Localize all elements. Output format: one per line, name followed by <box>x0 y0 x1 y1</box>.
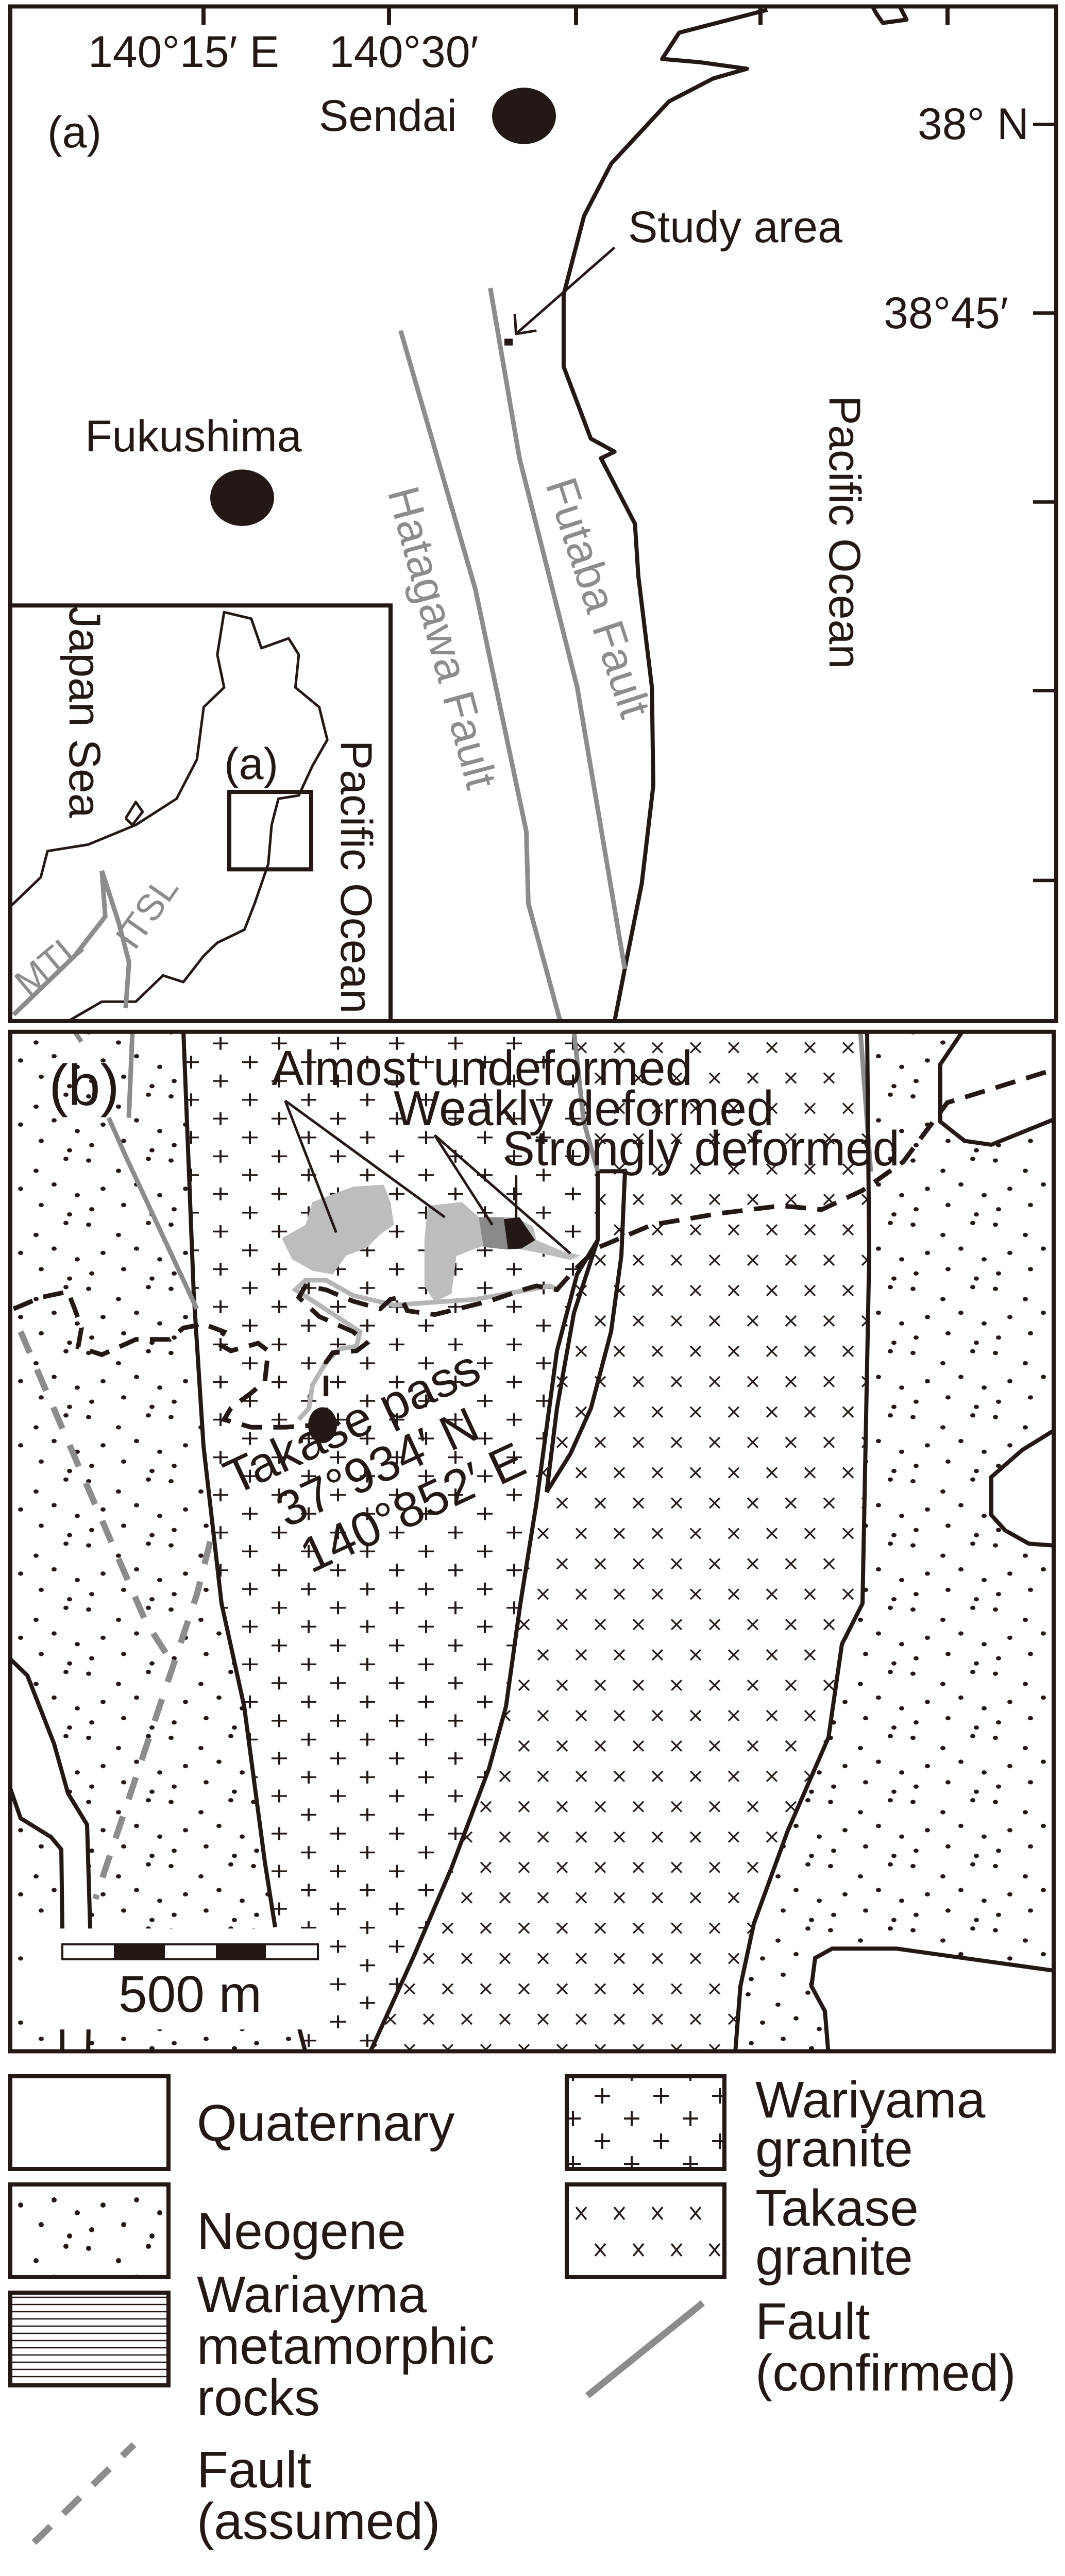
legend-item-fault-assumed: Fault (assumed) <box>31 2441 440 2550</box>
legend-item-wariyama: Wariyama granite <box>565 2071 986 2178</box>
leader-line-almost-2 <box>285 1101 445 1217</box>
city-label-fukushima: Fukushima <box>85 412 302 461</box>
lat-ticks <box>1033 123 1056 883</box>
fault-confirmed-top-center <box>574 1032 598 1172</box>
futaba-fault-line <box>491 288 625 969</box>
legend-label-metamorphic-3: rocks <box>197 2369 320 2427</box>
legend-label-neogene: Neogene <box>197 2202 406 2260</box>
legend-label-fault-confirmed-1: Fault <box>755 2293 870 2350</box>
inset-sea-label: Japan Sea <box>60 606 109 818</box>
lon-label-140-15: 140°15′ E <box>88 27 279 77</box>
mtl-line <box>13 871 105 1015</box>
mtl-label: MTL <box>7 925 91 1004</box>
wariyama-granite-area <box>183 1031 598 2052</box>
scale-bar <box>27 1928 321 2030</box>
study-area-arrow <box>517 247 614 332</box>
legend-label-fault-assumed-2: (assumed) <box>197 2493 440 2550</box>
inset-coastline <box>10 612 328 1021</box>
fault-assumed-1 <box>21 1332 173 1664</box>
strongly-deformed-patch <box>503 1217 535 1249</box>
metamorphic-rocks-lens <box>547 1171 625 1492</box>
hatagawa-fault-line <box>401 331 561 1022</box>
legend-swatch-takase <box>565 2182 726 2279</box>
legend-item-metamorphic: Wariayma metamorphic rocks <box>8 2266 495 2427</box>
legend-item-neogene: Neogene <box>8 2182 406 2279</box>
boundary-takase-neogene <box>735 1032 869 2053</box>
legend-swatch-fault-confirmed <box>585 2300 705 2399</box>
leader-line-weakly-2 <box>435 1135 571 1253</box>
legend-label-metamorphic-2: metamorphic <box>197 2317 495 2375</box>
leader-line-weakly-1 <box>435 1135 493 1225</box>
city-label-sendai: Sendai <box>319 91 457 141</box>
takase-granite-area <box>370 1031 869 2052</box>
almost-undeformed-patch <box>281 1184 394 1275</box>
boundary-wariyama-takase <box>370 1171 598 2053</box>
inset-box-label: (a) <box>224 739 278 789</box>
boundary-neogene-wariyama <box>183 1032 275 1927</box>
legend-item-fault-confirmed: Fault (confirmed) <box>585 2293 1016 2402</box>
fault-confirmed-west <box>129 1032 132 1118</box>
legend: Quaternary Neogene Wariayma metamorphic … <box>8 2071 1016 2550</box>
itsl-label: ITSL <box>108 869 187 956</box>
inset-map <box>10 605 391 1021</box>
coastline <box>564 10 767 1021</box>
legend-label-fault-assumed-1: Fault <box>197 2441 312 2499</box>
study-area-label: Study area <box>628 202 842 252</box>
fukushima-dot <box>210 469 274 526</box>
legend-swatch-wariyama <box>565 2074 726 2171</box>
fault-confirmed-west-2 <box>109 1118 197 1309</box>
sendai-dot <box>492 88 556 144</box>
trail-path <box>295 1280 558 1420</box>
arrow-head-icon <box>515 314 536 334</box>
legend-label-wariyama-2: granite <box>755 2120 913 2178</box>
legend-label-metamorphic-1: Wariayma <box>197 2266 427 2324</box>
legend-label-fault-confirmed-2: (confirmed) <box>755 2344 1016 2402</box>
legend-label-quaternary: Quaternary <box>197 2094 454 2152</box>
fault-assumed-2 <box>95 1541 210 1899</box>
legend-item-takase: Takase granite <box>565 2179 919 2286</box>
panel-b-label: (b) <box>49 1053 120 1117</box>
lat-label-38: 38° N <box>918 99 1029 149</box>
legend-item-quaternary: Quaternary <box>8 2074 454 2171</box>
lon-label-140-30: 140°30′ <box>329 27 479 77</box>
panel-a-frame <box>10 6 1056 1021</box>
boundary-neogene-wariyama-lower <box>299 2027 306 2053</box>
legend-swatch-fault-assumed <box>31 2442 137 2545</box>
zone-label-weakly-deformed: Weakly deformed <box>394 1081 774 1136</box>
inset-study-box <box>229 792 311 869</box>
zone-label-strongly-deformed: Strongly deformed <box>502 1121 900 1176</box>
study-area-marker <box>504 338 513 346</box>
takase-pass-dot <box>308 1407 337 1444</box>
panel-a-labels: (a) 140°15′ E 140°30′ 38° N 38°45′ Senda… <box>7 27 1029 1013</box>
panel-a-map <box>10 0 1056 1022</box>
ocean-label: Pacific Ocean <box>820 396 869 669</box>
quaternary-area-bottom-right <box>812 1948 1054 2052</box>
panel-a-label: (a) <box>47 108 102 157</box>
leader-line-almost-1 <box>285 1101 336 1233</box>
map-shapes <box>8 0 1061 2055</box>
lon-ticks <box>201 6 950 25</box>
road-dashed-east <box>299 1072 1046 1423</box>
quaternary-area-right <box>991 1431 1054 1546</box>
panel-b-frame <box>10 1032 1054 2052</box>
almost-undeformed-patch-east <box>424 1201 581 1302</box>
legend-label-wariyama-1: Wariyama <box>755 2071 986 2129</box>
road-dashed-west <box>13 1292 312 1427</box>
zone-label-almost-undeformed: Almost undeformed <box>272 1041 692 1096</box>
legend-swatch-quaternary <box>8 2074 171 2171</box>
panel-b-map <box>10 1031 1054 2053</box>
scale-label: 500 m <box>119 1965 262 2023</box>
inset-islet <box>126 802 143 825</box>
coastline-islet <box>869 0 906 23</box>
inset-ocean-label: Pacific Ocean <box>331 740 381 1014</box>
legend-label-takase-2: granite <box>755 2228 913 2286</box>
legend-label-takase-1: Takase <box>755 2179 919 2237</box>
lat-label-38-45: 38°45′ <box>884 289 1008 338</box>
legend-swatch-neogene <box>8 2182 171 2279</box>
weakly-deformed-patch <box>479 1217 508 1250</box>
legend-swatch-metamorphic <box>8 2291 171 2387</box>
itsl-line <box>102 871 129 1008</box>
